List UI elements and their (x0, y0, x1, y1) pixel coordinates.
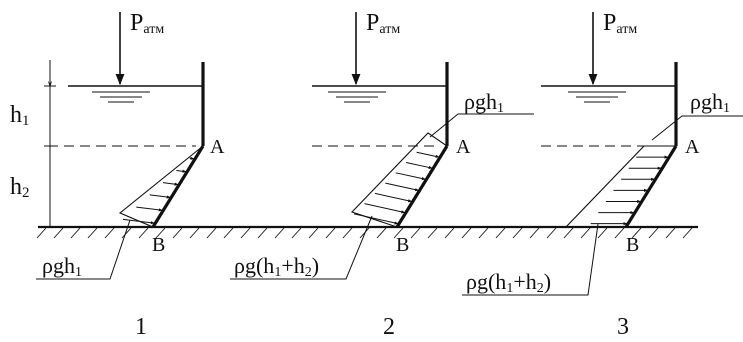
pressure-arrow (364, 203, 406, 214)
bottom-pressure-label: ρgh1 (42, 253, 82, 280)
hatch-mark (461, 227, 472, 239)
hatch-mark (36, 227, 47, 239)
dimension-lines (44, 60, 56, 226)
top-pressure-label: ρgh1 (690, 89, 730, 116)
hatch-mark (631, 227, 642, 239)
pressure-arrow (149, 194, 171, 199)
top-pressure-label: ρgh1 (464, 89, 504, 116)
hatch-mark (665, 227, 676, 239)
hatch-mark (223, 227, 234, 239)
bottom-pressure-label: ρg(h1+h2) (234, 253, 319, 280)
pressure-arrow (416, 151, 440, 158)
panel-3: Pатм A B ρgh1 ρg(h1+h2) (462, 10, 743, 340)
hatch-mark (648, 227, 659, 239)
hatch-mark (597, 227, 608, 239)
hatch-mark (70, 227, 81, 239)
pressure-arrow (136, 206, 163, 212)
hatch-mark (529, 227, 540, 239)
hatch-mark (478, 227, 489, 239)
free-surface (68, 85, 203, 103)
hatch-mark (138, 227, 149, 239)
hatch-mark (495, 227, 506, 239)
hatch-mark (155, 227, 166, 239)
hatch-mark (512, 227, 523, 239)
free-surface (541, 85, 676, 103)
hatch-mark (87, 227, 98, 239)
ground (36, 225, 698, 239)
hatch-mark (342, 227, 353, 239)
panel-2: Pатм A B ρgh1 ρg(h (230, 10, 534, 340)
leader-rhogh1 (429, 113, 534, 138)
point-b-label: B (626, 234, 639, 256)
h2-label: h2 (10, 174, 30, 201)
hatch-mark (376, 227, 387, 239)
pressure-arrow (162, 182, 179, 186)
hatch-mark (325, 227, 336, 239)
pressure-diagram (564, 145, 677, 228)
leader-rhog-h1-h2 (230, 215, 373, 280)
hatch-mark (682, 227, 693, 239)
wall (395, 62, 449, 228)
hatch-mark (393, 227, 404, 239)
leader-rhog-h1-h2 (462, 223, 599, 296)
panel-number: 1 (135, 314, 147, 340)
p-atm-label: Pатм (603, 10, 637, 37)
pressure-diagram (118, 145, 204, 228)
hatch-mark (614, 227, 625, 239)
point-b-label: B (396, 234, 409, 256)
pressure-arrow (406, 162, 433, 169)
pressure-arrow (395, 172, 426, 181)
hatch-mark (104, 227, 115, 239)
h1-label: h1 (10, 102, 30, 129)
hatch-mark (240, 227, 251, 239)
hatch-mark (206, 227, 217, 239)
hatch-mark (189, 227, 200, 239)
panel-1: Pатм h1 (10, 10, 225, 340)
hatch-mark (546, 227, 557, 239)
hatch-mark (274, 227, 285, 239)
hatch-mark (172, 227, 183, 239)
hatch-mark (580, 227, 591, 239)
leader-rhogh1 (36, 219, 131, 280)
wall (151, 62, 205, 228)
leader-rhogh1 (651, 115, 743, 141)
hatch-mark (444, 227, 455, 239)
point-a-label: A (210, 136, 225, 158)
point-a-label: A (456, 136, 471, 158)
free-surface (312, 85, 447, 103)
point-a-label: A (685, 136, 700, 158)
panel-number: 2 (383, 314, 395, 340)
pressure-arrow (122, 218, 155, 225)
wall (624, 62, 678, 228)
hatch-mark (53, 227, 64, 239)
hatch-mark (291, 227, 302, 239)
hatch-mark (308, 227, 319, 239)
hatch-mark (410, 227, 421, 239)
hatch-mark (121, 227, 132, 239)
pressure-diagram (350, 132, 448, 228)
pressure-arrow (176, 169, 187, 173)
p-atm-label: Pатм (366, 10, 400, 37)
point-b-label: B (152, 234, 165, 256)
hatch-mark (427, 227, 438, 239)
panel-number: 3 (617, 314, 629, 340)
pressure-arrow (189, 156, 195, 160)
hatch-mark (257, 227, 268, 239)
ground-hatching (36, 227, 693, 239)
bottom-pressure-label: ρg(h1+h2) (466, 269, 551, 296)
pressure-arrow (385, 182, 419, 192)
pressure-arrow (354, 213, 399, 225)
p-atm-label: Pатм (130, 10, 164, 37)
pressure-arrow (374, 192, 413, 203)
hatch-mark (563, 227, 574, 239)
